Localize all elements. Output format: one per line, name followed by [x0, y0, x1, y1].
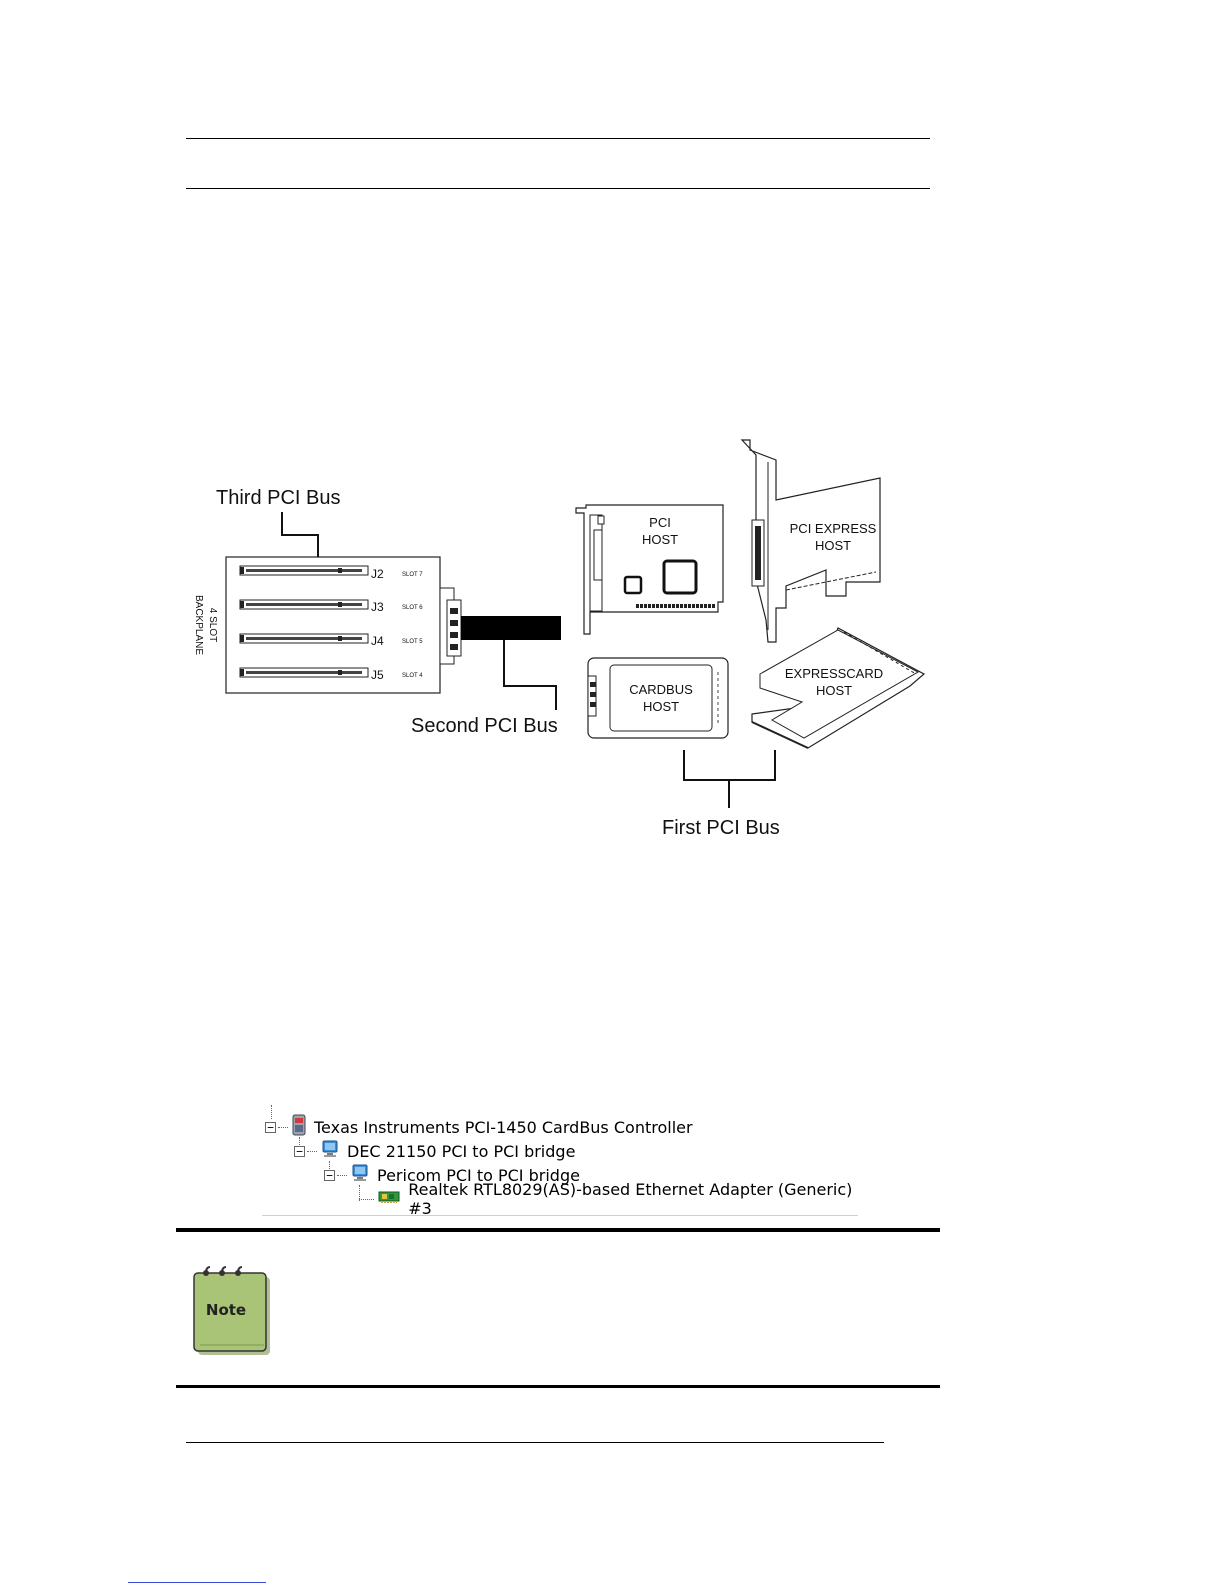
pci-cable — [461, 616, 561, 640]
expresscard-host-label-line2: HOST — [816, 683, 852, 698]
pci-host-label-line2: HOST — [642, 532, 678, 547]
backplane-slot: J5 SLOT 4 — [239, 667, 423, 682]
slot-label: SLOT 4 — [402, 673, 423, 679]
note-label: Note — [206, 1301, 246, 1319]
device-manager-tree: − Texas Instruments PCI-1450 CardBus Con… — [262, 1105, 858, 1219]
backplane-slot: J4 SLOT 5 — [239, 633, 423, 648]
connector-label: J3 — [371, 600, 384, 614]
tree-item[interactable]: − Pericom PCI to PCI bridge — [324, 1164, 580, 1186]
connector-label: J4 — [371, 634, 384, 648]
cardbus-host-label-line1: CARDBUS — [629, 682, 693, 697]
cardbus-controller-icon — [292, 1114, 306, 1140]
pci-host-card: PCI HOST — [575, 504, 724, 635]
pci-express-host-label-line2: HOST — [815, 538, 851, 553]
backplane-title-line1: 4 SLOT — [207, 608, 218, 642]
note-icon: Note — [190, 1265, 274, 1357]
second-pci-bus-leader — [503, 640, 557, 710]
footer-rule — [186, 1442, 884, 1443]
collapse-icon[interactable]: − — [294, 1145, 305, 1157]
header-rule-top — [186, 138, 930, 139]
tree-item-label: Texas Instruments PCI-1450 CardBus Contr… — [314, 1117, 693, 1137]
expresscard-host-label-line1: EXPRESSCARD — [785, 666, 883, 681]
note-rule-bottom — [176, 1385, 940, 1388]
slot-label: SLOT 7 — [402, 572, 423, 578]
pci-express-host-card: PCI EXPRESS HOST — [740, 439, 881, 643]
expresscard-host-card: EXPRESSCARD HOST — [751, 627, 926, 749]
backplane: J2 SLOT 7 J3 SLOT 6 J4 SLOT 5 J5 SLOT 4 — [193, 556, 462, 694]
tree-item-label: Pericom PCI to PCI bridge — [377, 1165, 580, 1185]
tree-item[interactable]: − Texas Instruments PCI-1450 CardBus Con… — [265, 1114, 693, 1140]
cardbus-host-label-line2: HOST — [643, 699, 679, 714]
second-pci-bus-label: Second PCI Bus — [411, 715, 558, 737]
tree-item[interactable]: Realtek RTL8029(AS)-based Ethernet Adapt… — [359, 1180, 858, 1218]
network-adapter-icon — [378, 1189, 400, 1209]
collapse-icon[interactable]: − — [324, 1169, 335, 1181]
backplane-slot: J2 SLOT 7 — [239, 565, 423, 581]
third-pci-bus-label: Third PCI Bus — [216, 487, 340, 509]
tree-item-label: DEC 21150 PCI to PCI bridge — [347, 1141, 576, 1161]
connector-label: J2 — [371, 567, 384, 581]
collapse-icon[interactable]: − — [265, 1121, 276, 1133]
backplane-slot: J3 SLOT 6 — [239, 599, 423, 614]
backplane-title-line2: BACKPLANE — [193, 595, 204, 655]
monitor-icon — [351, 1163, 369, 1187]
tree-item-label: Realtek RTL8029(AS)-based Ethernet Adapt… — [408, 1180, 853, 1218]
note-rule-top — [176, 1228, 940, 1232]
third-pci-bus-leader — [281, 512, 319, 557]
header-rule-bottom — [186, 188, 930, 189]
tree-item[interactable]: − DEC 21150 PCI to PCI bridge — [294, 1140, 575, 1162]
monitor-icon — [321, 1139, 339, 1163]
pci-bus-diagram: J2 SLOT 7 J3 SLOT 6 J4 SLOT 5 J5 SLOT 4 — [193, 439, 926, 839]
pci-express-host-label-line1: PCI EXPRESS — [790, 521, 877, 536]
pci-host-label-line1: PCI — [649, 515, 671, 530]
link-underline[interactable] — [128, 1582, 266, 1583]
first-pci-bus-label: First PCI Bus — [662, 817, 780, 839]
connector-label: J5 — [371, 668, 384, 682]
first-pci-bus-bracket — [683, 750, 776, 781]
cardbus-host-card: CARDBUS HOST — [587, 657, 729, 739]
slot-label: SLOT 6 — [402, 605, 423, 611]
slot-label: SLOT 5 — [402, 639, 423, 645]
